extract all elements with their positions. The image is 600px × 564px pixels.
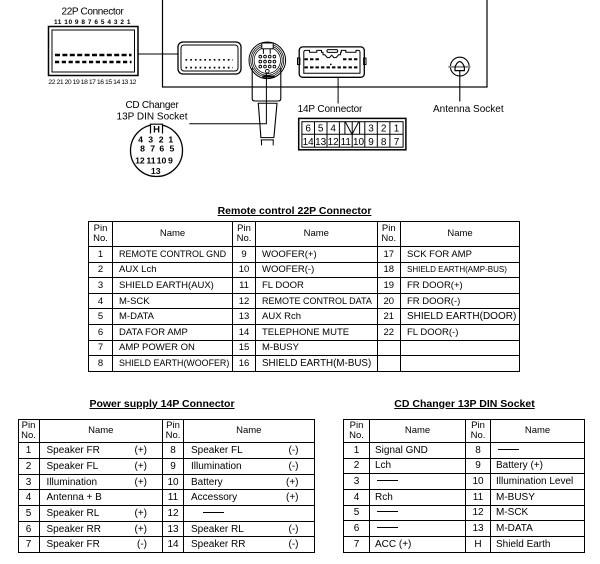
svg-text:6: 6 bbox=[305, 124, 311, 135]
svg-text:10: 10 bbox=[353, 137, 365, 148]
svg-text:1: 1 bbox=[168, 134, 173, 144]
svg-text:H: H bbox=[153, 124, 160, 135]
svg-text:13: 13 bbox=[315, 137, 327, 148]
svg-text:11 10 9 8 7 6 5 4 3 2 1: 11 10 9 8 7 6 5 4 3 2 1 bbox=[54, 19, 131, 26]
svg-text:7: 7 bbox=[150, 143, 155, 153]
svg-text:10: 10 bbox=[157, 155, 167, 165]
svg-text:9: 9 bbox=[368, 137, 374, 148]
svg-text:5: 5 bbox=[318, 124, 324, 135]
svg-text:2: 2 bbox=[159, 134, 164, 144]
svg-text:4: 4 bbox=[138, 134, 143, 144]
svg-text:8: 8 bbox=[140, 143, 145, 153]
svg-text:13P DIN Socket: 13P DIN Socket bbox=[117, 112, 188, 123]
svg-text:5: 5 bbox=[169, 143, 174, 153]
svg-text:12: 12 bbox=[328, 137, 340, 148]
svg-text:CD Changer: CD Changer bbox=[125, 100, 179, 111]
svg-text:22P Connector: 22P Connector bbox=[62, 7, 125, 18]
svg-text:11: 11 bbox=[146, 155, 155, 165]
svg-text:14P Connector: 14P Connector bbox=[298, 104, 363, 115]
svg-text:2: 2 bbox=[381, 124, 387, 135]
svg-text:14: 14 bbox=[303, 137, 315, 148]
svg-text:22 21 20 19 18 17 16 15 14 13: 22 21 20 19 18 17 16 15 14 13 12 bbox=[48, 79, 136, 86]
svg-text:7: 7 bbox=[394, 137, 400, 148]
svg-text:4: 4 bbox=[330, 124, 336, 135]
svg-text:3: 3 bbox=[368, 124, 374, 135]
svg-text:13: 13 bbox=[151, 166, 161, 176]
svg-text:6: 6 bbox=[159, 143, 164, 153]
svg-text:11: 11 bbox=[341, 137, 352, 148]
svg-text:1: 1 bbox=[394, 124, 400, 135]
svg-text:3: 3 bbox=[148, 134, 153, 144]
svg-text:9: 9 bbox=[168, 155, 173, 165]
svg-text:Antenna Socket: Antenna Socket bbox=[433, 104, 504, 115]
svg-text:8: 8 bbox=[381, 137, 387, 148]
svg-text:12: 12 bbox=[135, 155, 145, 165]
